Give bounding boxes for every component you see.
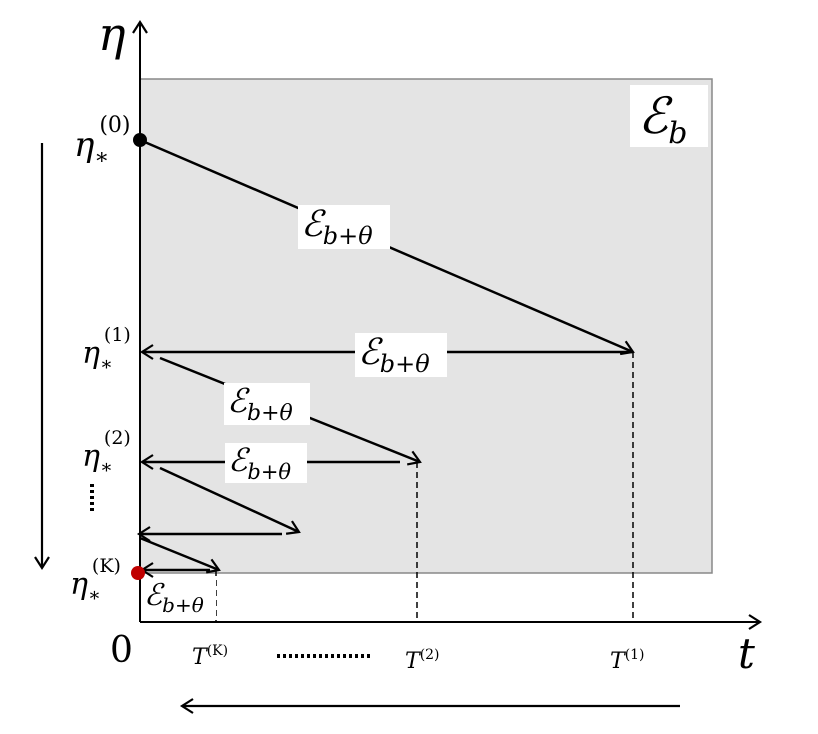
segment-label-5: ℰb+θ xyxy=(144,578,204,617)
level-label-2: η∗(2) xyxy=(82,427,131,478)
segment-label-3: ℰb+θ xyxy=(227,381,293,426)
time-label-1: T(1) xyxy=(610,647,645,674)
level-label-0: η∗(0) xyxy=(74,113,131,170)
segment-label-4: ℰb+θ xyxy=(228,441,291,484)
segment-label-box-4 xyxy=(225,443,307,483)
level-label-1: η∗(1) xyxy=(82,324,131,375)
origin-label: 0 xyxy=(110,630,133,671)
segment-label-box-3 xyxy=(224,383,310,425)
segment-label-2: ℰb+θ xyxy=(358,332,430,378)
segment-label-1: ℰb+θ xyxy=(301,204,373,250)
x-axis-label: t xyxy=(738,629,755,678)
segment-label-box-5 xyxy=(142,578,216,616)
segment-label-box-1 xyxy=(298,205,390,249)
time-label-2: T(2) xyxy=(405,647,440,674)
y-axis-label: η xyxy=(98,7,126,61)
time-label-k: T(K) xyxy=(192,643,228,670)
region-e-b xyxy=(139,78,713,574)
region-label: ℰb xyxy=(638,87,688,151)
descent-segment-3 xyxy=(159,466,301,535)
end-point-marker xyxy=(131,566,145,580)
region-label-box xyxy=(630,85,708,147)
descent-segment-4 xyxy=(139,536,221,574)
segment-label-box-2 xyxy=(355,333,447,377)
start-point-marker xyxy=(133,133,147,147)
level-label-k: η∗(K) xyxy=(70,555,121,606)
